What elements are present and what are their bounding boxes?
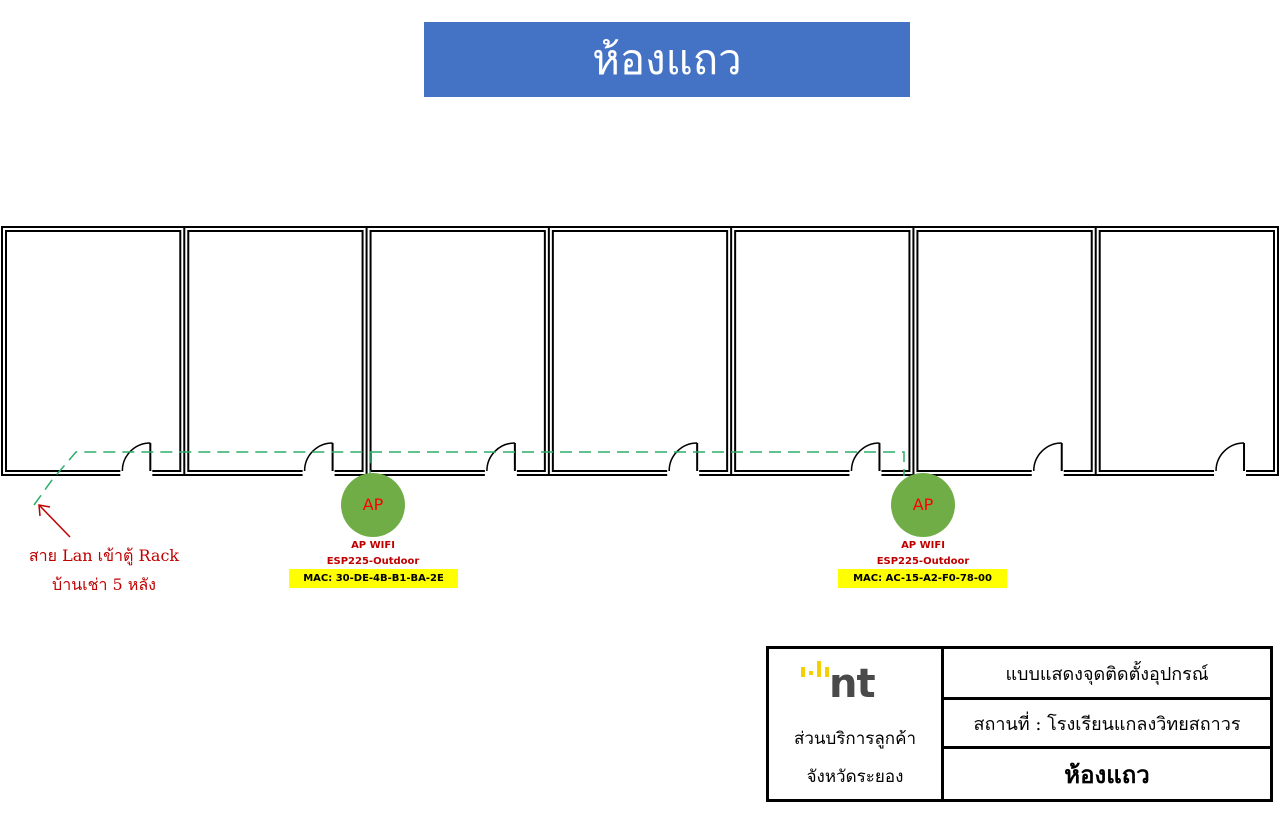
door-gap-1	[120, 467, 153, 477]
door-gap-6	[1031, 467, 1064, 477]
title-block-info: แบบแสดงจุดติดตั้งอุปกรณ์ สถานที่ : โรงเร…	[944, 649, 1270, 799]
title-block: nt ส่วนบริการลูกค้า จังหวัดระยอง แบบแสดง…	[766, 646, 1273, 802]
door-swing-4	[668, 442, 698, 472]
building-outline	[1, 226, 1279, 476]
ap-markers	[341, 473, 955, 537]
rooms-group	[1, 226, 1279, 476]
door-swing-1	[121, 442, 151, 472]
location-label: สถานที่ : โรงเรียนแกลงวิทยสถาวร	[944, 700, 1270, 749]
nt-logo-icon	[801, 661, 829, 677]
sheet-name: ห้องแถว	[1064, 759, 1150, 789]
ap-1-circle-text: AP	[362, 495, 384, 514]
room-2	[187, 230, 364, 472]
room-1	[5, 230, 182, 472]
door-gap-5	[849, 467, 882, 477]
lan-cable-note: สาย Lan เข้าตู้ Rack บ้านเช่า 5 หลัง	[14, 541, 194, 599]
room-5	[734, 230, 911, 472]
ap-circle-1	[341, 473, 405, 537]
lan-cable	[33, 451, 905, 538]
ap-2-type-label: AP WIFI	[901, 540, 945, 551]
page-title: ห้องแถว	[592, 34, 742, 84]
title-block-org: nt ส่วนบริการลูกค้า จังหวัดระยอง	[769, 649, 944, 799]
lan-note-line2: บ้านเช่า 5 หลัง	[52, 575, 156, 594]
door-swing-3	[486, 442, 515, 472]
page-title-banner: ห้องแถว	[424, 22, 910, 97]
ap-circle-2	[891, 473, 955, 537]
room-3	[369, 230, 546, 472]
door-swing-7	[1215, 442, 1245, 472]
lan-note-line1: สาย Lan เข้าตู้ Rack	[28, 546, 180, 565]
ap-2-model-label: ESP225-Outdoor	[876, 556, 970, 567]
ap-2-mac-label: MAC: AC-15-A2-F0-78-00	[838, 569, 1007, 588]
ap-1-model-label: ESP225-Outdoor	[326, 556, 420, 567]
dept-line1: ส่วนบริการลูกค้า	[793, 729, 917, 749]
dept-line2: จังหวัดระยอง	[806, 767, 904, 787]
room-7	[1098, 230, 1275, 472]
room-4	[551, 230, 729, 472]
ap-2-circle-text: AP	[912, 495, 934, 514]
door-gap-7	[1214, 467, 1247, 477]
ap-1-mac-label: MAC: 30-DE-4B-B1-BA-2E	[289, 569, 458, 588]
door-swing-5	[850, 442, 880, 472]
drawing-title: แบบแสดงจุดติดตั้งอุปกรณ์	[944, 649, 1270, 700]
doors-group	[120, 442, 1247, 477]
logo-text: nt	[829, 661, 876, 707]
lan-note-arrow	[39, 505, 71, 538]
lan-note-arrowhead	[38, 504, 51, 517]
lan-cable-route-2	[370, 451, 905, 476]
door-gap-3	[484, 467, 517, 477]
door-gap-4	[667, 467, 700, 477]
door-swing-6	[1032, 442, 1062, 472]
ap-1-type-label: AP WIFI	[351, 540, 395, 551]
door-gap-2	[302, 467, 335, 477]
lan-cable-route-1	[33, 451, 371, 506]
room-6	[916, 230, 1093, 472]
door-swing-2	[303, 442, 333, 472]
